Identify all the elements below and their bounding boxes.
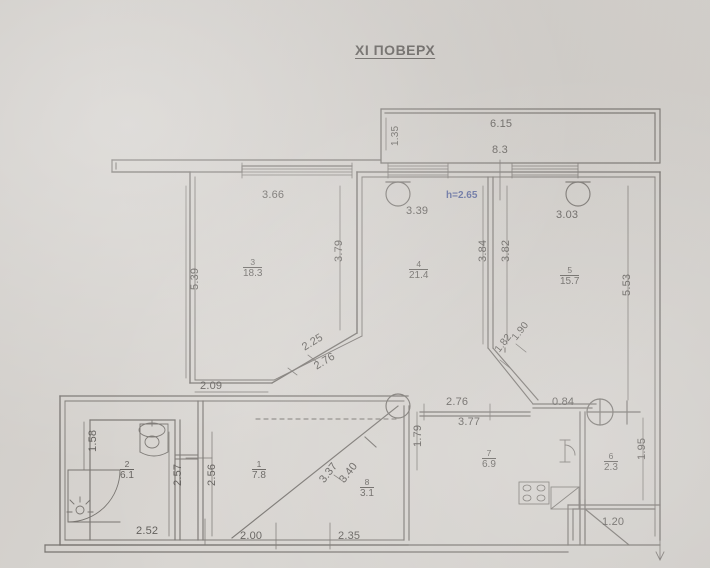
room-number-7: 7 xyxy=(482,449,496,459)
dimension-room3-left: 5.39 xyxy=(189,267,201,290)
sink-kitchen-icon xyxy=(550,486,580,510)
dimension-balcony-top-depth: 1.35 xyxy=(390,125,401,146)
dimension-room6-right: 1.95 xyxy=(636,437,648,460)
room-area-3: 18.3 xyxy=(243,267,263,279)
balcony-bottom-right xyxy=(567,499,661,546)
lower-ledge xyxy=(44,544,569,553)
room-number-3: 3 xyxy=(243,258,263,268)
ceiling-height-note: h=2.65 xyxy=(446,190,478,201)
room-label-6: 6 2.3 xyxy=(604,452,618,473)
door-bathroom xyxy=(174,454,199,460)
building-outer-wall xyxy=(111,171,661,541)
room-label-7: 7 6.9 xyxy=(482,449,496,470)
room-label-1: 1 7.8 xyxy=(252,460,266,481)
balcony-bottom-arrows xyxy=(655,539,665,561)
dimension-balcony-top-area: 8.3 xyxy=(492,144,508,156)
shower-icon xyxy=(66,469,121,523)
dimension-room1-left: 2.56 xyxy=(206,463,218,486)
room-label-4: 4 21.4 xyxy=(409,260,429,281)
wall-room4-corridor xyxy=(487,176,494,349)
room-label-5: 5 15.7 xyxy=(560,266,580,287)
page-title: XI ПОВЕРХ xyxy=(355,42,436,58)
room-number-8: 8 xyxy=(360,478,374,488)
column-node-hall xyxy=(385,393,411,419)
room-area-1: 7.8 xyxy=(252,469,266,481)
dimension-room3-bottom: 2.09 xyxy=(200,380,223,392)
room-label-8: 8 3.1 xyxy=(360,478,374,499)
room-area-2: 6.1 xyxy=(120,469,134,481)
dimension-room3-right: 3.79 xyxy=(333,239,345,262)
dimension-hall-short: 0.84 xyxy=(552,396,575,408)
room-area-5: 15.7 xyxy=(560,275,580,287)
window-room5 xyxy=(499,159,579,201)
window-hatch-left xyxy=(241,162,353,179)
dimension-room5-right: 5.53 xyxy=(621,273,633,296)
wall-bathroom xyxy=(89,419,181,541)
radiator-room5 xyxy=(565,181,591,207)
room-number-5: 5 xyxy=(560,266,580,276)
lower-block-inner xyxy=(64,400,405,541)
stove-icon xyxy=(518,481,550,505)
dimension-room5-top: 3.03 xyxy=(556,209,579,221)
dimension-balcony-top-width: 6.15 xyxy=(490,118,513,130)
dimension-bath-left: 1.58 xyxy=(87,429,99,452)
dimension-lines xyxy=(83,117,644,550)
wall-room1-room8-diagonal xyxy=(231,405,399,539)
dimension-room8-bottom: 2.35 xyxy=(338,530,361,542)
room-area-4: 21.4 xyxy=(409,269,429,281)
room-number-2: 2 xyxy=(120,460,134,470)
dimension-kitchen-top-b: 3.77 xyxy=(458,416,481,428)
wall-kitchen-top xyxy=(419,403,597,417)
room-area-8: 3.1 xyxy=(360,487,374,499)
radiator-room4 xyxy=(385,181,411,207)
sink-icon xyxy=(138,420,166,453)
dimension-bath-right: 2.57 xyxy=(172,463,184,486)
wall-room1-left xyxy=(197,400,204,541)
dimension-room4-top: 3.39 xyxy=(406,205,429,217)
window-room4 xyxy=(387,162,449,179)
balcony-top-outline xyxy=(380,108,661,164)
dimension-corridor-right: 3.82 xyxy=(500,239,512,262)
dimension-bath-bottom: 2.52 xyxy=(136,525,159,537)
room-number-1: 1 xyxy=(252,460,266,470)
wall-kitchen-right xyxy=(579,411,586,541)
dimension-kitchen-top-a: 2.76 xyxy=(446,396,469,408)
toilet-icon xyxy=(139,423,169,457)
room-number-6: 6 xyxy=(604,452,618,462)
room-area-6: 2.3 xyxy=(604,461,618,473)
room-label-2: 2 6.1 xyxy=(120,460,134,481)
door-kitchen xyxy=(559,439,576,463)
column-node-right xyxy=(586,398,641,426)
dimension-corridor-vert: 1.79 xyxy=(412,424,424,447)
dimension-room3-top: 3.66 xyxy=(262,189,285,201)
room-area-7: 6.9 xyxy=(482,458,496,470)
room-label-3: 3 18.3 xyxy=(243,258,263,279)
building-inner-wall xyxy=(194,176,656,537)
dimension-room4-right: 3.84 xyxy=(477,239,489,262)
dimension-room1-bottom: 2.00 xyxy=(240,530,263,542)
room-number-4: 4 xyxy=(409,260,429,270)
wall-hall-vertical xyxy=(403,405,410,541)
dimension-balcony-bottom: 1.20 xyxy=(602,516,625,528)
wall-corridor-slope xyxy=(487,347,539,405)
